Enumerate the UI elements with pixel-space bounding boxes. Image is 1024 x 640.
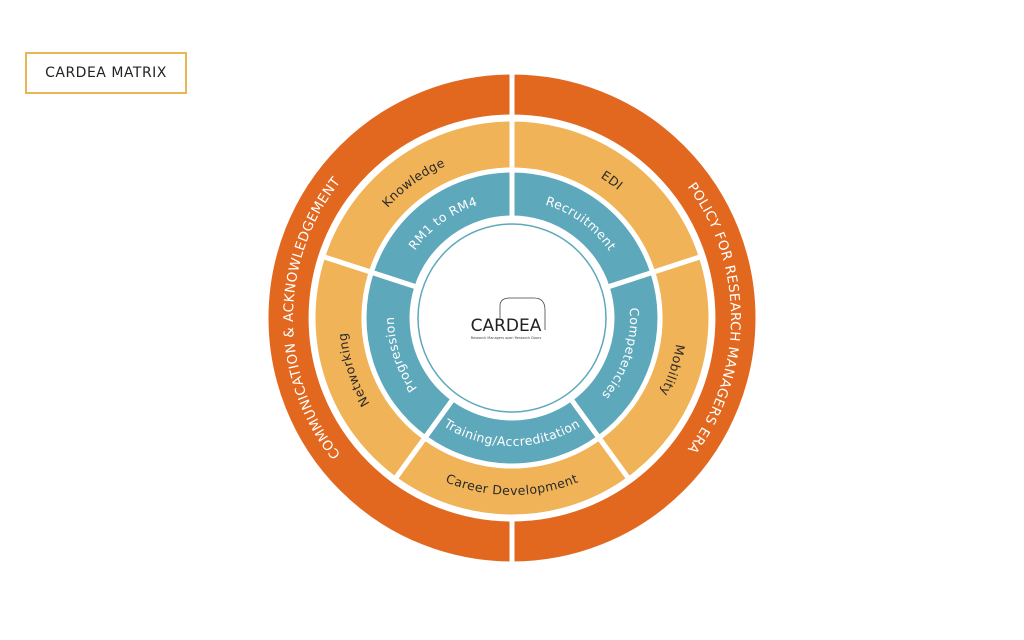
logo-tagline: Research Managers open Research Doors: [471, 336, 542, 340]
logo-name: CARDEA: [471, 316, 542, 336]
inner-segment-progression: [361, 269, 457, 442]
center-outline: [417, 223, 607, 413]
logo-arch: [499, 297, 546, 330]
inner-segment-competencies: [567, 269, 663, 442]
inner-segment-training-accreditation: [421, 395, 603, 469]
center-circle: [414, 220, 610, 416]
inner-segment-recruitment: [509, 167, 656, 291]
cardea-matrix-title: CARDEA MATRIX: [25, 52, 187, 94]
cardea-logo: CARDEA Research Managers open Research D…: [471, 297, 546, 340]
